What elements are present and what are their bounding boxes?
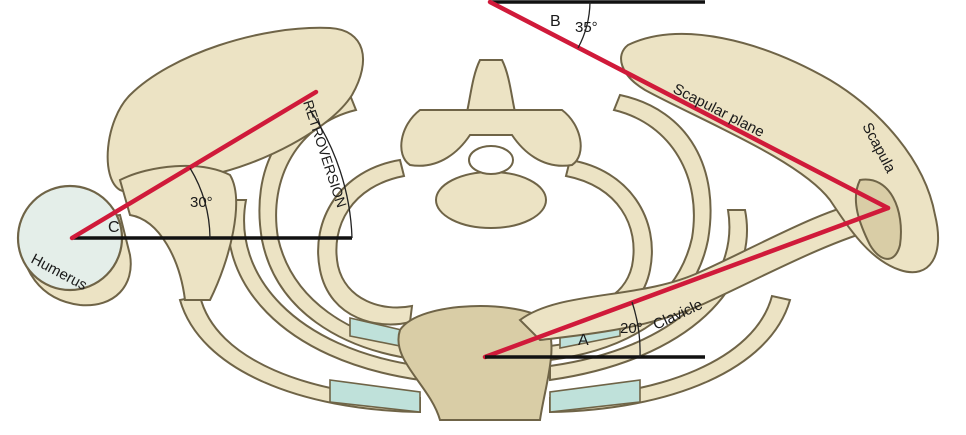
angle-c-value: 30°: [190, 194, 213, 211]
angle-arc-c: [189, 167, 211, 239]
angle-b-value: 35°: [575, 19, 598, 36]
sternum: [397, 305, 553, 421]
vertebral-foramen: [468, 145, 514, 175]
angle-c-letter: C: [108, 219, 120, 236]
humeral-axis-line: [69, 89, 319, 241]
reference-lines: [69, 0, 891, 360]
clavicle-axis-line: [482, 205, 891, 360]
left-scapula-neck: [118, 165, 238, 301]
left-scapula: [106, 26, 365, 194]
vertebral-arch: [400, 109, 582, 167]
angle-a-value: 20°: [620, 320, 643, 337]
vertebral-body: [435, 171, 547, 229]
costal-cartilage: [329, 379, 421, 413]
scapular-plane-line: [487, 0, 891, 211]
angle-arc-a: [631, 301, 641, 358]
costal-cartilage: [549, 379, 641, 413]
vertebra: [400, 59, 582, 229]
angle-arc-b: [577, 1, 591, 49]
retroversion-arc: [309, 109, 353, 239]
angle-a-letter: A: [578, 332, 589, 349]
angle-b-letter: B: [550, 13, 561, 30]
